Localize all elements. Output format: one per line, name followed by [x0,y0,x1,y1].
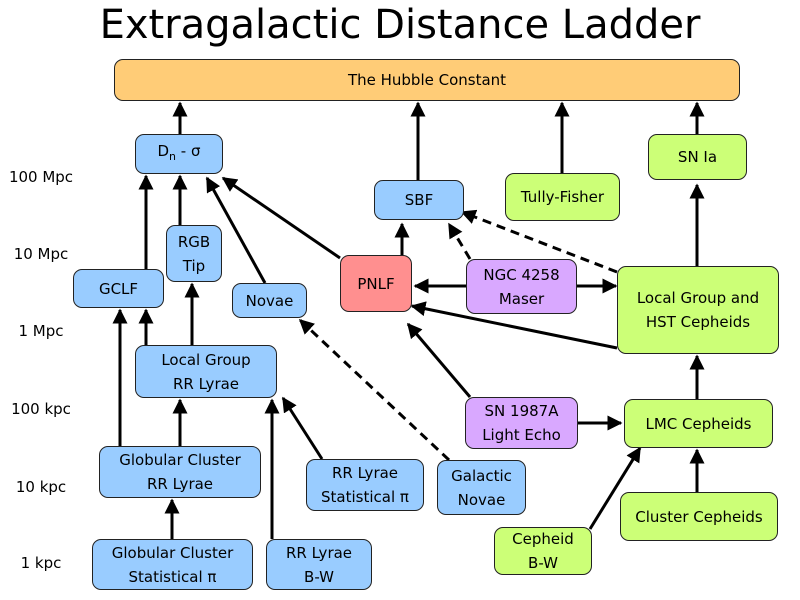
arrow-pnlf-to-dn [221,176,341,260]
node-label-line1: Local Group [161,350,251,369]
node-label: Cluster Cepheids [635,507,763,526]
node-globular-cluster-statistical-pi: Globular Cluster Statistical π [92,539,253,590]
node-label-line2: B-W [528,554,558,572]
node-cluster-cepheids: Cluster Cepheids [620,492,778,541]
node-label: SBF [404,191,434,209]
node-label-line1: Local Group and [636,289,760,307]
node-label-line1: Galactic [451,466,512,485]
node-label-line2: Light Echo [482,426,561,444]
node-label-line1: RR Lyrae [285,543,353,562]
arrow-hst-to-pnlf [410,301,618,350]
node-label-line2: HST Cepheids [645,313,751,331]
node-label-line1: RGB [177,232,211,251]
node-label: Tully-Fisher [520,188,605,206]
node-label: SN Ia [677,148,718,166]
node-globular-cluster-rr-lyrae: Globular Cluster RR Lyrae [99,446,261,498]
dashed-hst-to-sbf [460,209,618,274]
node-sn-1987a-light-echo: SN 1987A Light Echo [465,397,578,449]
node-galactic-novae: Galactic Novae [437,460,526,515]
node-rgb-tip: RGB Tip [166,225,222,282]
scale-label-10kpc: 10 kpc [15,478,67,496]
node-label: GCLF [98,279,139,298]
node-label-line2: B-W [304,567,334,586]
node-gclf: GCLF [73,269,164,308]
node-rr-lyrae-bw: RR Lyrae B-W [266,539,372,590]
diagram-title: Extragalactic Distance Ladder [99,2,701,48]
node-pnlf: PNLF [340,255,412,312]
node-label-sigma: - σ [176,142,201,160]
node-label-line1: SN 1987A [484,402,559,420]
node-local-group-hst-cepheids: Local Group and HST Cepheids [617,266,779,354]
node-ngc-4258-maser: NGC 4258 Maser [466,259,577,314]
node-tully-fisher: Tully-Fisher [505,173,620,221]
dashed-ngc-to-sbf [447,222,472,260]
node-label: Dn - σ [157,139,200,169]
node-label: Novae [245,291,294,310]
node-label-line2: Statistical π [321,488,409,506]
node-label-line2: RR Lyrae [146,475,214,493]
node-label-line2: Tip [182,256,206,275]
arrow-sn87-to-pnlf [406,322,472,398]
arrow-cephbw-to-lmc [588,446,642,530]
arrow-rrstat-to-lgrr [281,396,324,460]
node-label: PNLF [357,274,395,293]
node-label-subscript: n [169,150,177,163]
node-novae: Novae [232,283,307,318]
node-local-group-rr-lyrae: Local Group RR Lyrae [135,345,277,398]
scale-label-100mpc: 100 Mpc [8,168,74,186]
node-dn-sigma: Dn - σ [135,134,223,174]
node-label-line2: Statistical π [128,567,217,586]
node-label-line2: Novae [457,490,506,509]
node-label-line1: RR Lyrae [331,464,399,482]
node-cepheid-bw: Cepheid B-W [494,527,592,575]
scale-label-100kpc: 100 kpc [11,400,71,418]
scale-label-1mpc: 1 Mpc [18,322,64,340]
arrow-novae-to-dn [205,176,267,284]
node-label-line1: NGC 4258 [483,265,560,284]
node-label: The Hubble Constant [347,71,507,89]
node-rr-lyrae-statistical-pi: RR Lyrae Statistical π [306,459,424,511]
node-label-line1: Globular Cluster [111,543,234,562]
node-lmc-cepheids: LMC Cepheids [624,399,773,448]
node-label-d: D [157,142,170,160]
node-label-line1: Cepheid [512,530,574,548]
node-label: LMC Cepheids [645,414,752,433]
node-sbf: SBF [374,180,464,220]
dashed-galnovae-to-novae [298,318,451,462]
scale-label-10mpc: 10 Mpc [13,245,69,263]
node-label-line1: Globular Cluster [119,451,241,469]
scale-label-1kpc: 1 kpc [20,554,62,572]
node-label-line2: Maser [498,289,545,308]
node-label-line2: RR Lyrae [172,374,240,393]
node-hubble-constant: The Hubble Constant [114,59,740,101]
node-sn-ia: SN Ia [648,134,747,180]
